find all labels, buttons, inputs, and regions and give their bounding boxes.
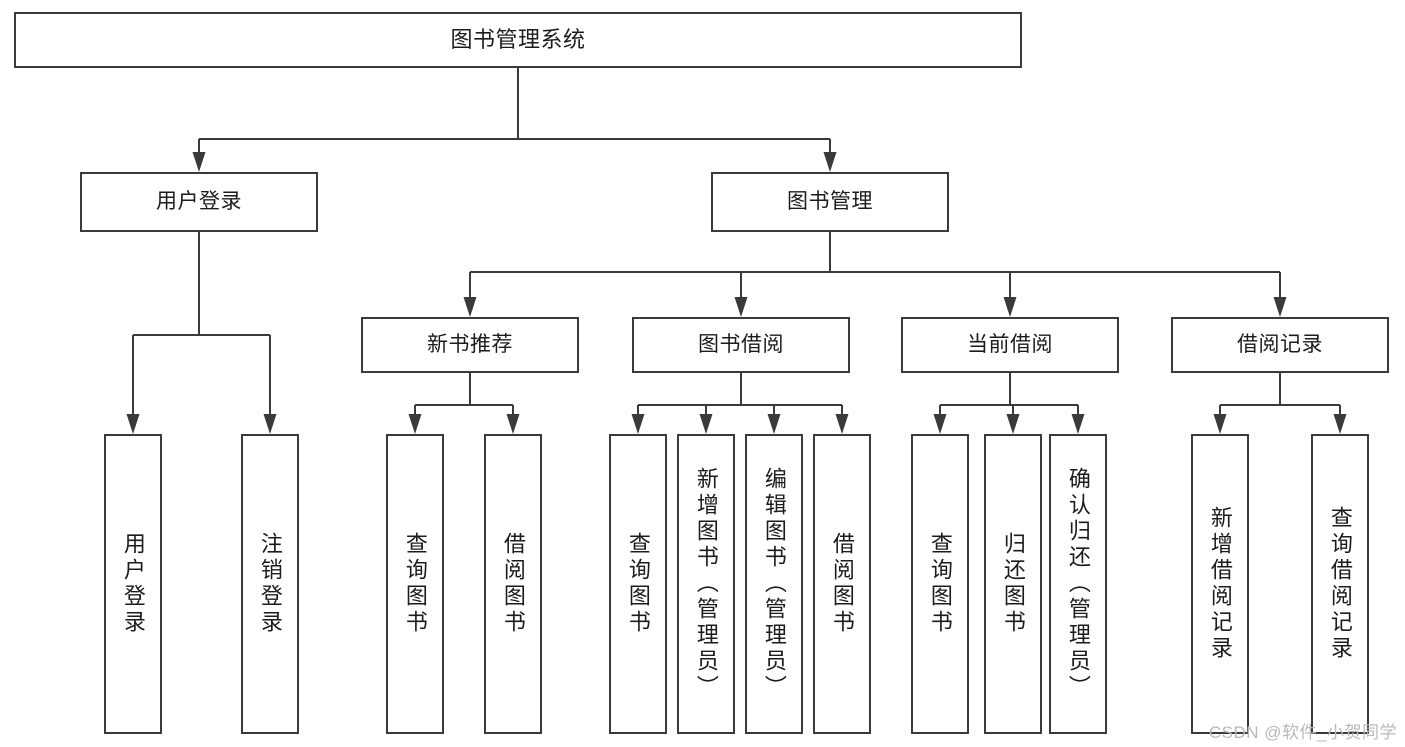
node-leaf-edit-book: 编辑图书（管理员）	[745, 434, 803, 734]
arrowhead	[192, 152, 206, 172]
node-leaf-user-login: 用户登录	[104, 434, 162, 734]
node-leaf-return-book: 归还图书	[984, 434, 1042, 734]
node-label: 借阅记录	[1237, 333, 1323, 357]
node-label: 查询图书	[625, 532, 651, 636]
arrowhead	[1333, 414, 1347, 434]
node-book-manage: 图书管理	[711, 172, 949, 232]
node-leaf-confirm-return: 确认归还（管理员）	[1049, 434, 1107, 734]
node-label: 当前借阅	[967, 333, 1053, 357]
node-label: 编辑图书（管理员）	[761, 467, 787, 701]
node-label: 图书管理	[787, 190, 873, 214]
arrowhead	[767, 414, 781, 434]
node-label: 确认归还（管理员）	[1065, 467, 1091, 701]
node-new-book-rec: 新书推荐	[361, 317, 579, 373]
arrowhead	[408, 414, 422, 434]
node-leaf-add-record: 新增借阅记录	[1191, 434, 1249, 734]
arrowhead	[1071, 414, 1085, 434]
arrowhead	[506, 414, 520, 434]
edge-group-new-book-rec	[408, 373, 520, 434]
node-book-borrow: 图书借阅	[632, 317, 850, 373]
node-label: 新增图书（管理员）	[693, 467, 719, 701]
node-leaf-user-logout: 注销登录	[241, 434, 299, 734]
edge-group-root	[192, 68, 837, 172]
node-label: 新增借阅记录	[1207, 506, 1233, 662]
arrowhead	[835, 414, 849, 434]
node-user-login: 用户登录	[80, 172, 318, 232]
node-label: 借阅图书	[829, 532, 855, 636]
node-label: 图书借阅	[698, 333, 784, 357]
arrowhead	[263, 414, 277, 434]
arrowhead	[1006, 414, 1020, 434]
arrowhead	[933, 414, 947, 434]
node-leaf-borrow-book-a: 借阅图书	[484, 434, 542, 734]
node-root: 图书管理系统	[14, 12, 1022, 68]
node-leaf-query-book-a: 查询图书	[386, 434, 444, 734]
node-leaf-query-book-c: 查询图书	[911, 434, 969, 734]
node-borrow-record: 借阅记录	[1171, 317, 1389, 373]
arrowhead	[823, 152, 837, 172]
arrowhead	[1273, 297, 1287, 317]
node-label: 查询图书	[927, 532, 953, 636]
arrowhead	[1003, 297, 1017, 317]
node-leaf-query-book-b: 查询图书	[609, 434, 667, 734]
node-label: 归还图书	[1000, 532, 1026, 636]
node-label: 查询借阅记录	[1327, 506, 1353, 662]
node-label: 用户登录	[156, 190, 242, 214]
edge-group-user-login	[126, 232, 277, 434]
edge-group-book-borrow	[631, 373, 849, 434]
edge-group-current-borrow	[933, 373, 1085, 434]
arrowhead	[734, 297, 748, 317]
arrowhead	[463, 297, 477, 317]
node-label: 新书推荐	[427, 333, 513, 357]
edge-group-book-manage	[463, 232, 1287, 317]
node-label: 查询图书	[402, 532, 428, 636]
node-label: 借阅图书	[500, 532, 526, 636]
node-leaf-query-record: 查询借阅记录	[1311, 434, 1369, 734]
watermark-label: CSDN @软件_小贺同学	[1208, 723, 1397, 742]
node-leaf-add-book: 新增图书（管理员）	[677, 434, 735, 734]
node-current-borrow: 当前借阅	[901, 317, 1119, 373]
node-label: 图书管理系统	[450, 26, 586, 52]
edge-group-borrow-record	[1213, 373, 1347, 434]
arrowhead	[699, 414, 713, 434]
node-label: 用户登录	[120, 532, 146, 636]
arrowhead	[1213, 414, 1227, 434]
node-label: 注销登录	[257, 532, 283, 636]
arrowhead	[126, 414, 140, 434]
node-leaf-borrow-book-b: 借阅图书	[813, 434, 871, 734]
arrowhead	[631, 414, 645, 434]
